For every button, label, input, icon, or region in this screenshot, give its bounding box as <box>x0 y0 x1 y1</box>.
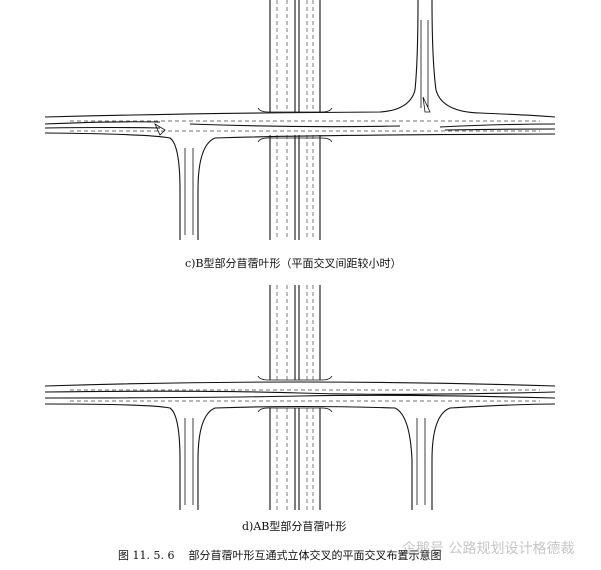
diagram-d-ab-type <box>44 285 556 510</box>
freeway-vertical <box>257 0 333 240</box>
figure-number: 图 11. 5. 6 <box>118 549 175 562</box>
crossroad-horizontal <box>44 381 556 510</box>
diagram-c-caption: c)B型部分苜蓿叶形（平面交叉间距较小时） <box>185 257 402 270</box>
freeway-vertical <box>257 285 333 510</box>
figure-title: 部分苜蓿叶形互通式立体交叉的平面交叉布置示意图 <box>188 549 442 562</box>
figure-caption: 图 11. 5. 6 部分苜蓿叶形互通式立体交叉的平面交叉布置示意图 <box>118 547 455 563</box>
watermark: 企鹅号 公路规划设计格德裁 <box>402 541 575 557</box>
diagram-c-b-type <box>44 0 556 240</box>
diagram-d-caption: d)AB型部分苜蓿叶形 <box>242 520 347 533</box>
crossroad-horizontal <box>44 0 556 240</box>
